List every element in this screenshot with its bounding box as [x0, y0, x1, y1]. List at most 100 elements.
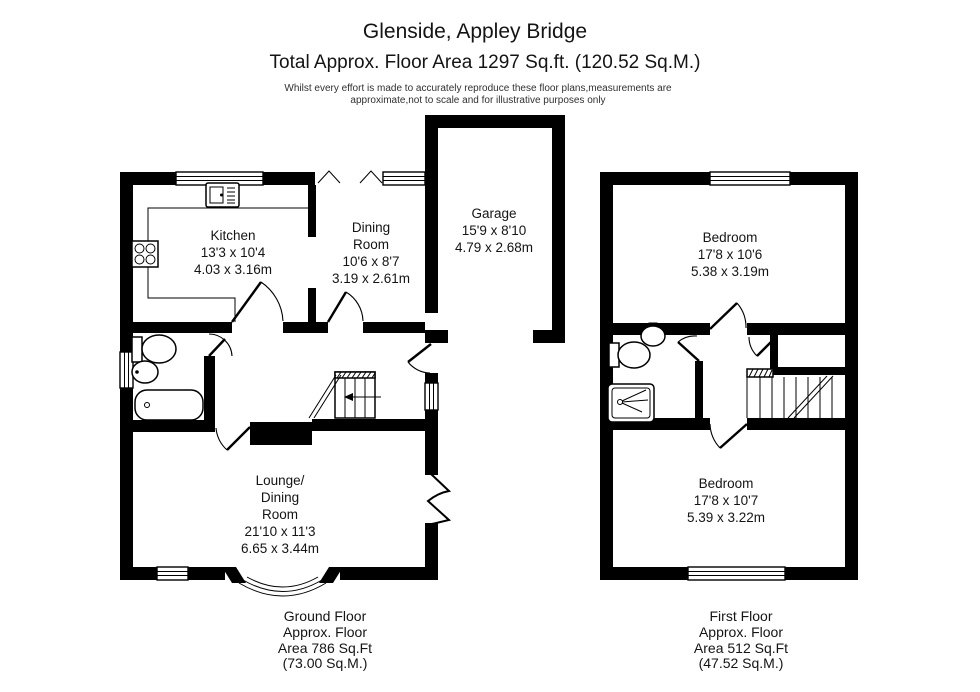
label-line: Bedroom: [703, 230, 758, 245]
bathtub-icon: [134, 389, 204, 421]
wall-segment: [600, 172, 710, 185]
window: [119, 351, 134, 389]
chevron-icon: [317, 170, 341, 184]
kitchen-label: Kitchen 13'3 x 10'4 4.03 x 3.16m: [194, 228, 272, 277]
wall-segment: [533, 330, 565, 343]
wall-segment: [747, 323, 845, 335]
wall-segment: [425, 523, 438, 580]
lounge-door: [215, 426, 251, 451]
wall-segment: [425, 115, 438, 313]
bedroom-front-door: [709, 302, 747, 330]
wall-segment: [308, 288, 316, 322]
window: [687, 566, 786, 581]
chevron-icon: [359, 170, 383, 184]
wall-segment: [600, 172, 613, 580]
shower-icon: [607, 383, 655, 423]
caption-line: Approx. Floor: [699, 624, 783, 640]
sink-unit-icon: [205, 182, 240, 208]
wall-segment: [283, 322, 328, 333]
wall-segment: [773, 367, 845, 375]
wall-segment: [204, 356, 215, 420]
bay-stub: [319, 567, 343, 583]
wall-segment: [790, 172, 858, 185]
disclaimer-line1: Whilst every effort is made to accuratel…: [284, 83, 672, 94]
lounge-label: Lounge/ Dining Room 21'10 x 11'3 6.65 x …: [241, 473, 319, 556]
caption-line: Area 512 Sq.Ft: [694, 640, 788, 656]
ground-floor-caption: Ground Floor Approx. Floor Area 786 Sq.F…: [278, 608, 372, 671]
hob-icon: [131, 240, 159, 268]
wall-segment: [425, 115, 565, 128]
garage-label: Garage 15'9 x 8'10 4.79 x 2.68m: [455, 206, 533, 255]
page-subtitle: Total Approx. Floor Area 1297 Sq.ft. (12…: [270, 52, 701, 73]
label-line: Bedroom: [699, 476, 754, 491]
bay-stub: [222, 567, 246, 583]
wall-segment: [600, 567, 688, 580]
bedroom-front-label: Bedroom 17'8 x 10'6 5.38 x 3.19m: [691, 230, 769, 279]
window: [382, 171, 426, 186]
label-line: 5.38 x 3.19m: [691, 264, 769, 279]
label-line: 6.65 x 3.44m: [241, 541, 319, 556]
first-floor-plan: Bedroom 17'8 x 10'6 5.38 x 3.19m Bedroom…: [600, 171, 858, 671]
label-line: Lounge/: [256, 473, 305, 488]
toilet-icon: [608, 341, 651, 369]
label-line: Dining: [261, 490, 299, 505]
landing-cupboard-door: [748, 336, 777, 357]
label-line: 3.19 x 2.61m: [332, 271, 410, 286]
wall-segment: [785, 567, 858, 580]
chimney-breast: [250, 422, 312, 445]
label-line: Garage: [471, 206, 516, 221]
label-line: 10'6 x 8'7: [343, 254, 400, 269]
first-floor-walls: [600, 172, 858, 580]
ground-floor-windows: [119, 171, 439, 581]
basin-icon: [640, 322, 666, 347]
wall-segment: [120, 322, 232, 333]
label-line: 4.03 x 3.16m: [194, 262, 272, 277]
first-floor-windows: [687, 171, 791, 581]
chevron-marks: [317, 170, 383, 184]
window: [156, 566, 189, 581]
wall-segment: [120, 420, 215, 432]
wall-break-icon: [426, 473, 452, 525]
window: [175, 171, 264, 186]
header: Glenside, Appley Bridge Total Approx. Fl…: [270, 20, 701, 106]
wall-segment: [695, 361, 703, 418]
wall-segment: [747, 418, 845, 430]
staircase-down: [746, 368, 834, 419]
label-line: 17'8 x 10'6: [698, 247, 762, 262]
caption-line: (47.52 Sq.M.): [699, 655, 784, 671]
basin-icon: [131, 360, 159, 384]
wall-segment: [425, 330, 448, 343]
wall-segment: [312, 419, 425, 431]
wall-segment: [770, 335, 778, 369]
kitchen-door: [231, 281, 284, 323]
caption-line: Approx. Floor: [283, 624, 367, 640]
wall-segment: [363, 322, 425, 333]
wall-segment: [188, 567, 225, 580]
staircase-up: [308, 371, 381, 419]
bedroom-back-label: Bedroom 17'8 x 10'7 5.39 x 3.22m: [687, 476, 765, 525]
label-line: Room: [353, 237, 389, 252]
bathroom-door: [208, 333, 233, 357]
label-line: 21'10 x 11'3: [245, 524, 316, 539]
kitchen-worktop-outline: [147, 207, 308, 322]
disclaimer-line2: approximate,not to scale and for illustr…: [350, 95, 605, 106]
ground-floor-plan: Kitchen 13'3 x 10'4 4.03 x 3.16m Dining …: [119, 115, 565, 671]
dining-room-door: [326, 291, 364, 323]
wall-segment: [845, 172, 858, 580]
caption-line: Area 786 Sq.Ft: [278, 640, 372, 656]
label-line: Room: [262, 507, 298, 522]
wall-segment: [263, 172, 315, 185]
wall-segment: [425, 410, 438, 475]
page-title: Glenside, Appley Bridge: [363, 20, 587, 43]
first-floor-bathroom-door: [677, 335, 700, 362]
caption-line: Ground Floor: [284, 608, 367, 624]
wall-segment: [120, 388, 133, 580]
label-line: 15'9 x 8'10: [462, 223, 526, 238]
first-floor-caption: First Floor Approx. Floor Area 512 Sq.Ft…: [694, 608, 788, 671]
wall-segment: [120, 567, 157, 580]
dining-room-label: Dining Room 10'6 x 8'7 3.19 x 2.61m: [332, 220, 410, 286]
wall-segment: [308, 185, 316, 237]
window: [424, 382, 439, 411]
